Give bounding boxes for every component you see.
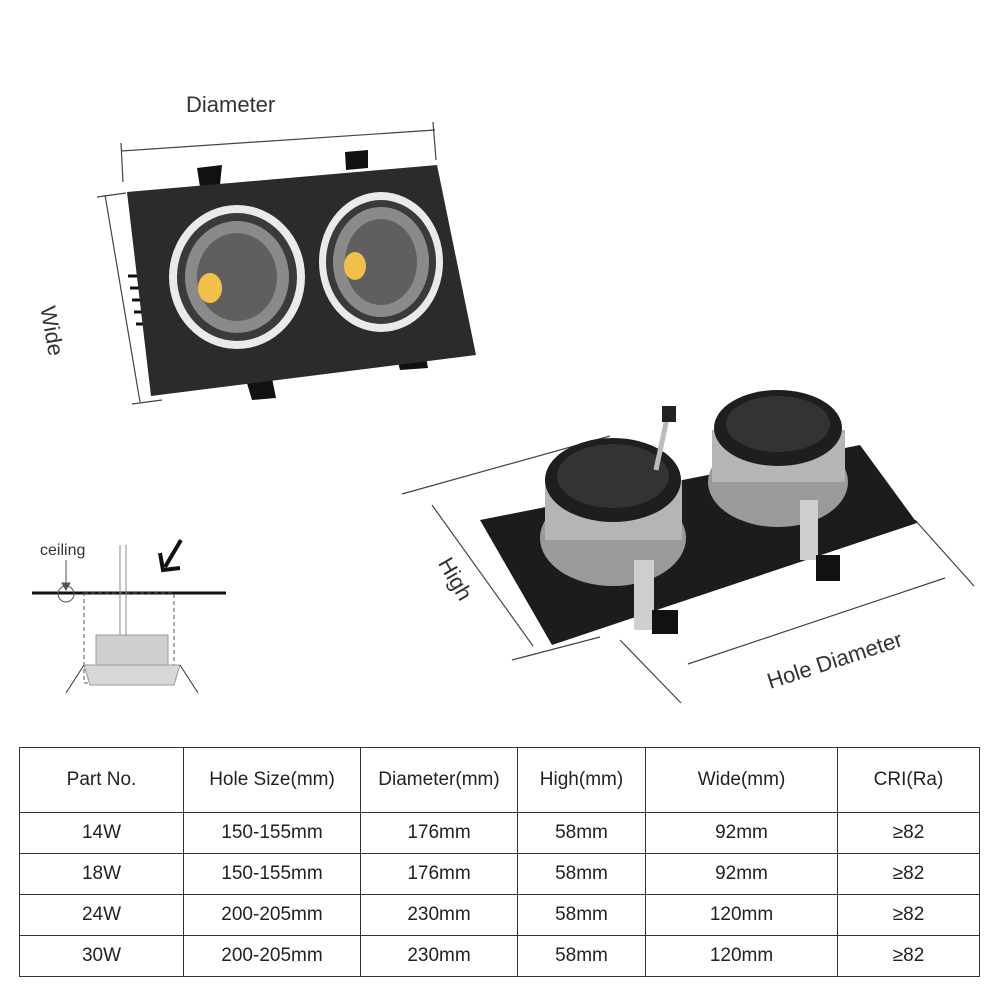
back-lamp-left (540, 438, 686, 634)
front-view-diagram (32, 121, 975, 704)
cell-diameter: 176mm (360, 812, 518, 854)
cell-cri: ≥82 (837, 812, 980, 854)
cell-diameter: 176mm (360, 853, 518, 895)
arrow-icon (158, 538, 183, 573)
header-high: High(mm) (517, 747, 646, 813)
diameter-dimension (120, 121, 437, 183)
back-lamp-right (708, 390, 848, 581)
header-wide: Wide(mm) (645, 747, 838, 813)
cell-hole-size: 150-155mm (183, 853, 361, 895)
ceiling-label: ceiling (40, 542, 86, 559)
cell-high: 58mm (517, 935, 646, 977)
cell-diameter: 230mm (360, 894, 518, 936)
cell-wide: 120mm (645, 935, 838, 977)
hole-diameter-dimension (619, 519, 975, 704)
cell-wide: 92mm (645, 812, 838, 854)
cell-part-no: 24W (19, 894, 184, 936)
table-row: 18W 150-155mm 176mm 58mm 92mm ≥82 (19, 853, 980, 895)
cell-cri: ≥82 (837, 853, 980, 895)
cell-part-no: 30W (19, 935, 184, 977)
cell-hole-size: 200-205mm (183, 894, 361, 936)
cell-hole-size: 200-205mm (183, 935, 361, 977)
cell-part-no: 18W (19, 853, 184, 895)
header-cri: CRI(Ra) (837, 747, 980, 813)
cell-hole-size: 150-155mm (183, 812, 361, 854)
cell-high: 58mm (517, 812, 646, 854)
installation-sketch (32, 545, 226, 694)
cell-cri: ≥82 (837, 894, 980, 936)
header-part-no: Part No. (19, 747, 184, 813)
table-row: 24W 200-205mm 230mm 58mm 120mm ≥82 (19, 894, 980, 936)
cell-wide: 92mm (645, 853, 838, 895)
header-diameter: Diameter(mm) (360, 747, 518, 813)
cell-diameter: 230mm (360, 935, 518, 977)
left-lamp (169, 205, 305, 349)
cell-high: 58mm (517, 853, 646, 895)
cell-cri: ≥82 (837, 935, 980, 977)
cell-part-no: 14W (19, 812, 184, 854)
table-header-row: Part No. Hole Size(mm) Diameter(mm) High… (19, 747, 980, 813)
diameter-label: Diameter (186, 92, 276, 117)
power-cable (653, 406, 676, 471)
cell-high: 58mm (517, 894, 646, 936)
right-lamp (319, 192, 443, 332)
spec-table: Part No. Hole Size(mm) Diameter(mm) High… (19, 747, 980, 977)
table-row: 30W 200-205mm 230mm 58mm 120mm ≥82 (19, 935, 980, 977)
cell-wide: 120mm (645, 894, 838, 936)
header-hole-size: Hole Size(mm) (183, 747, 361, 813)
table-row: 14W 150-155mm 176mm 58mm 92mm ≥82 (19, 812, 980, 854)
wide-dimension (96, 192, 163, 405)
